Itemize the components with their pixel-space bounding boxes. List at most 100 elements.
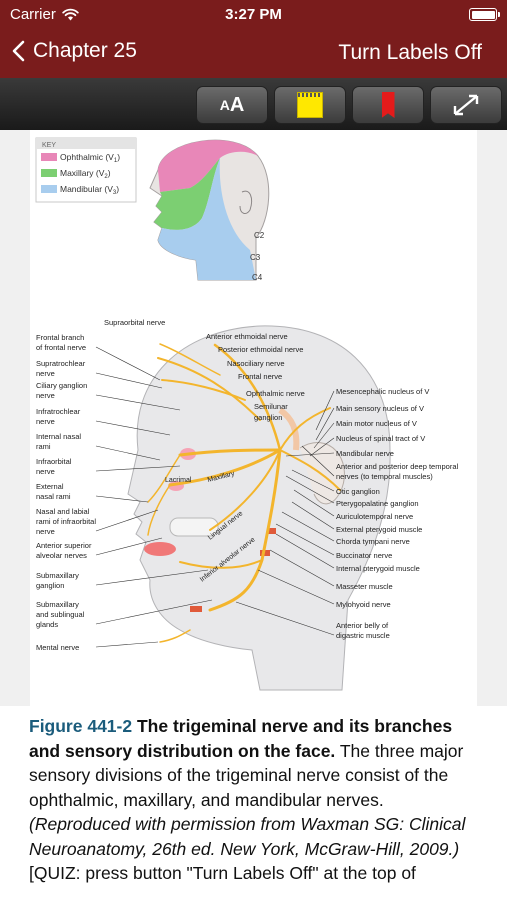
right-labels-leader-line [235, 601, 335, 636]
right-labels-item: Buccinator nerve [336, 551, 392, 560]
font-small-letter: A [219, 97, 230, 113]
caption-body: The three major sensory divisions of the… [29, 740, 464, 810]
right-labels-leader-line [281, 511, 335, 542]
expand-icon [453, 94, 479, 116]
right-labels-leader-line [275, 523, 335, 556]
figure-title: The trigeminal nerve and its branches an… [29, 716, 453, 761]
bookmark-button[interactable] [352, 86, 424, 124]
status-bar: Carrier 3:27 PM [0, 0, 507, 30]
right-labels-item: Pterygopalatine ganglion [336, 499, 419, 508]
left-labels-item: Mental nerve [36, 643, 79, 652]
left-labels-leader-line [95, 509, 159, 532]
right-labels-item: Mandibular nerve [336, 449, 394, 458]
key-label-maxillary: Maxillary (V2) [60, 168, 111, 180]
dermatome-head: C2 C3 C4 [149, 139, 270, 282]
carrier: Carrier [10, 6, 79, 23]
left-labels-leader-line [95, 569, 209, 586]
label-semilunar-1: Semilunar [254, 402, 288, 411]
right-labels-leader-line [293, 489, 335, 517]
right-labels-item: Mesencephalic nucleus of V [336, 387, 429, 396]
key-label-mandibular: Mandibular (V3) [60, 184, 119, 196]
note-button[interactable] [274, 86, 346, 124]
right-labels-item: Main sensory nucleus of V [336, 404, 424, 413]
top-labels: Supraorbital nerve Anterior ethmoidal ne… [104, 318, 305, 422]
right-labels-item: External pterygoid muscle [336, 525, 422, 534]
left-labels-leader-line [95, 394, 181, 411]
left-labels-leader-line [95, 599, 213, 625]
right-labels-leader-line [301, 445, 335, 477]
left-labels-leader-line [95, 537, 163, 556]
carrier-label: Carrier [10, 6, 56, 23]
left-labels-leader-line [95, 445, 161, 461]
left-labels-leader-line [95, 641, 159, 648]
back-button[interactable]: Chapter 25 [12, 39, 137, 63]
turn-labels-off-button[interactable]: Turn Labels Off [338, 41, 482, 64]
battery-icon [469, 8, 500, 21]
figure-key: KEY Ophthalmic (V1) Maxillary (V2) Mandi… [35, 137, 137, 203]
c4-label: C4 [252, 273, 263, 282]
clock: 3:27 PM [225, 6, 282, 23]
label-supraorbital: Supraorbital nerve [104, 318, 165, 327]
key-swatch-maxillary [41, 169, 57, 177]
nerve-branches [147, 343, 341, 643]
notepad-icon [297, 92, 323, 118]
left-labels-leader-line [95, 372, 163, 389]
right-labels-item: Internal pterygoid muscle [336, 564, 420, 573]
right-labels-leader-line [291, 501, 335, 530]
key-swatch-mandibular [41, 185, 57, 193]
right-labels-leader-line [285, 475, 335, 504]
right-labels-leader-line [291, 469, 335, 492]
right-labels-leader-line [309, 437, 335, 457]
figure-caption: Figure 441-2 The trigeminal nerve and it… [29, 714, 484, 886]
label-anterior-ethmoidal: Anterior ethmoidal nerve [206, 332, 288, 341]
trigeminal-figure: KEY Ophthalmic (V1) Maxillary (V2) Mandi… [30, 130, 477, 706]
label-posterior-ethmoidal: Posterior ethmoidal nerve [218, 345, 303, 354]
right-labels: Mesencephalic nucleus of V Main sensory n… [235, 387, 458, 640]
c3-label: C3 [250, 253, 261, 262]
caption-reference: (Reproduced with permission from Waxman … [29, 814, 466, 859]
left-labels-leader-line [95, 420, 171, 436]
label-ophthalmic: Ophthalmic nerve [246, 389, 305, 398]
wifi-icon [62, 8, 79, 21]
c2-label: C2 [254, 231, 265, 240]
left-labels-leader-line [95, 495, 149, 503]
figure-panel: KEY Ophthalmic (V1) Maxillary (V2) Mandi… [0, 130, 507, 706]
right-labels-item: Masseter muscle [336, 582, 393, 591]
left-labels-leader-line [95, 465, 181, 472]
right-labels-item: Mylohyoid nerve [336, 600, 391, 609]
nerve-head [127, 325, 391, 691]
right-labels-leader-line [257, 569, 335, 605]
navigation-bar: Chapter 25 Turn Labels Off [0, 30, 507, 78]
right-labels-item: Chorda tympani nerve [336, 537, 410, 546]
fullscreen-button[interactable] [430, 86, 502, 124]
bookmark-icon [381, 92, 395, 118]
chevron-left-icon [12, 40, 25, 62]
right-labels-leader-line [285, 452, 335, 457]
right-labels-item: Auriculotemporal nerve [336, 512, 413, 521]
key-title: KEY [42, 142, 56, 149]
font-big-letter: A [229, 93, 245, 116]
quiz-text: [QUIZ: press button "Turn Labels Off" at… [29, 863, 416, 883]
right-labels-leader-line [269, 549, 335, 587]
label-nasociliary: Nasociliary nerve [227, 359, 285, 368]
back-label: Chapter 25 [33, 39, 137, 62]
right-labels-leader-line [315, 390, 335, 431]
right-labels-item: Otic ganglion [336, 487, 380, 496]
right-labels-leader-line [275, 533, 335, 569]
key-swatch-ophthalmic [41, 153, 57, 161]
right-labels-leader-line [315, 407, 335, 441]
right-labels-item: Main motor nucleus of V [336, 419, 417, 428]
